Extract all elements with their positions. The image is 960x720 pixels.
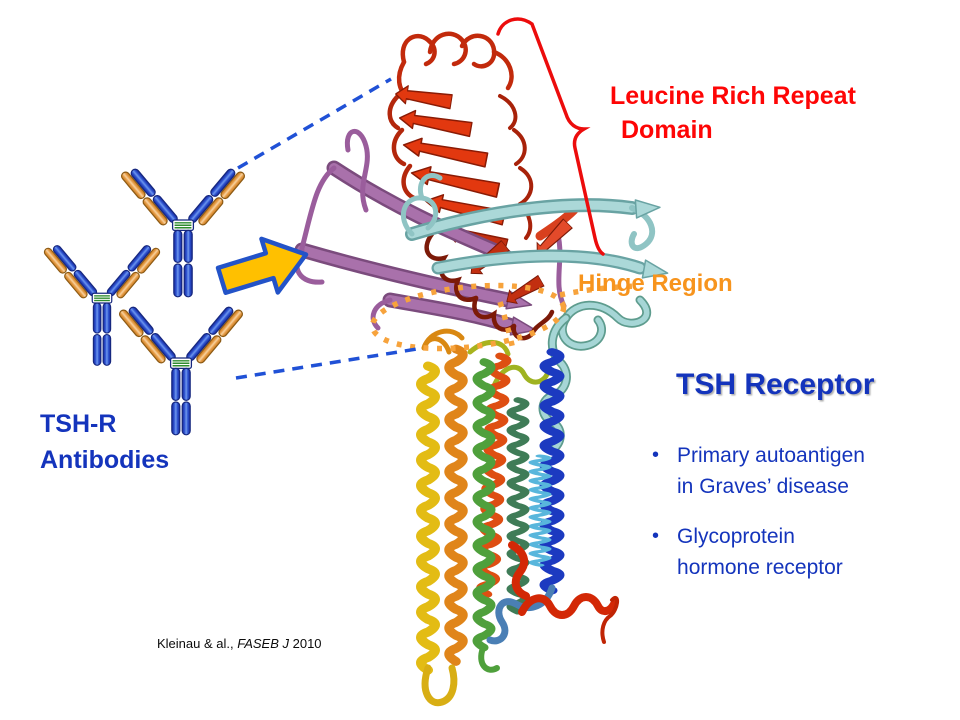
bullet-text: Glycoprotein hormone receptor [677,525,843,579]
lower-dashed-connector [235,347,418,380]
hinge-dotted-ellipse [369,282,567,352]
tm-domain-helices [421,295,652,707]
antibodies-label-line1: TSH-R [40,410,117,438]
block-arrow-icon [215,236,309,295]
citation-journal: FASEB J [237,636,289,651]
citation-year: 2010 [289,636,322,651]
receptor-bullet-2: • Glycoprotein hormone receptor [652,521,932,583]
receptor-bullet-list: • Primary autoantigen in Graves’ disease… [652,440,932,602]
lrr-domain-label: Leucine Rich Repeat Domain [610,79,910,147]
upper-dashed-connector [237,77,392,170]
lrr-domain-label-line1: Leucine Rich Repeat [610,82,856,110]
bullet-dot: • [652,525,660,547]
antibodies-label: TSH-R Antibodies [40,406,260,478]
bullet-text: Primary autoantigen in Graves’ disease [677,444,865,498]
citation-authors: Kleinau & al., [157,636,238,651]
fab-cyan-ribbon [400,173,670,283]
antibody-icon-left [43,241,161,365]
citation: Kleinau & al., FASEB J 2010 [157,636,322,651]
bullet-dot: • [652,444,660,466]
antibodies-label-line2: Antibodies [40,446,170,474]
red-bracket [496,17,605,256]
receptor-title: TSH Receptor [676,368,875,401]
lrr-domain-label-line2: Domain [621,116,713,144]
receptor-bullet-1: • Primary autoantigen in Graves’ disease [652,440,932,502]
fab-purple-ribbon [294,129,567,340]
hinge-leader-dots [497,283,639,355]
hinge-ribbon-loops [424,205,579,341]
hinge-region-label: Hinge Region [578,270,733,297]
